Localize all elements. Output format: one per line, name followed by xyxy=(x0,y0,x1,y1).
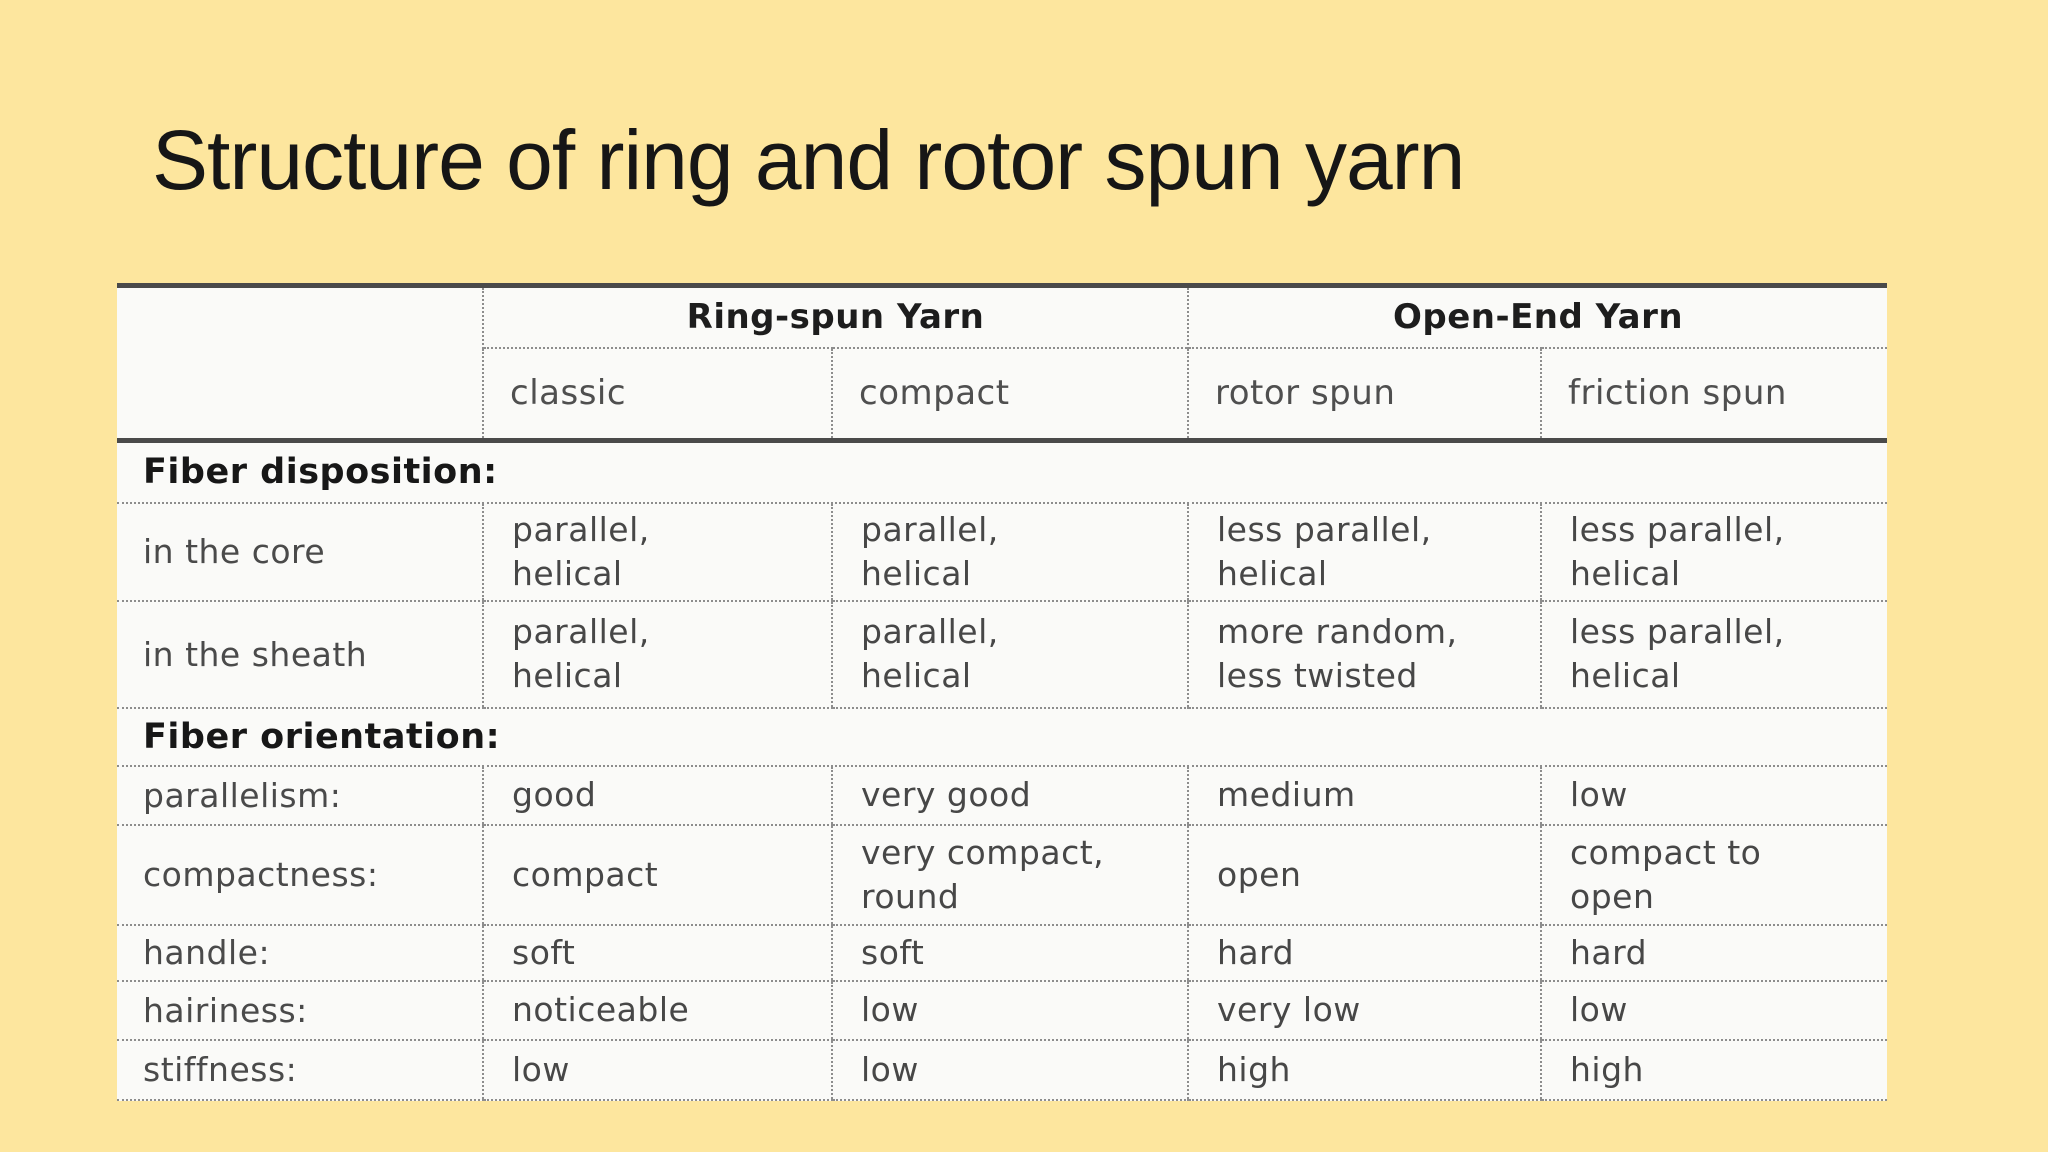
cell-rotor-spun: very low xyxy=(1187,980,1542,1041)
cell-compact: very compact, round xyxy=(830,824,1189,926)
row-label: compactness: xyxy=(117,824,483,926)
cell-classic: soft xyxy=(482,924,832,982)
column-header-compact: compact xyxy=(830,346,1189,443)
row-label: hairiness: xyxy=(117,980,483,1041)
row-label: parallelism: xyxy=(117,765,483,826)
cell-friction-spun: hard xyxy=(1540,924,1888,982)
table-row-hairiness: hairiness: noticeable low very low low xyxy=(117,980,1888,1041)
cell-classic: compact xyxy=(482,824,832,926)
cell-compact: low xyxy=(830,980,1189,1041)
cell-classic: noticeable xyxy=(482,980,832,1041)
cell-classic: low xyxy=(482,1039,832,1101)
cell-compact: low xyxy=(830,1039,1189,1101)
cell-rotor-spun: open xyxy=(1187,824,1542,926)
page-title: Structure of ring and rotor spun yarn xyxy=(152,113,1465,207)
cell-rotor-spun: more random, less twisted xyxy=(1187,600,1542,709)
column-group-ring-spun-yarn: Ring-spun Yarn xyxy=(481,285,1189,348)
cell-friction-spun: less parallel, helical xyxy=(1540,502,1888,602)
row-label: handle: xyxy=(117,924,483,982)
cell-rotor-spun: high xyxy=(1187,1039,1542,1101)
table-subheader-row: classic compact rotor spun friction spun xyxy=(117,346,1888,443)
yarn-comparison-table: Ring-spun Yarn Open-End Yarn classic com… xyxy=(117,283,1888,1101)
section-title: Fiber disposition: xyxy=(117,440,1888,504)
cell-classic: parallel, helical xyxy=(482,502,832,602)
comparison-table: Ring-spun Yarn Open-End Yarn classic com… xyxy=(117,283,1888,1101)
cell-compact: soft xyxy=(830,924,1189,982)
cell-classic: good xyxy=(482,765,832,826)
table-row-stiffness: stiffness: low low high high xyxy=(117,1039,1888,1101)
section-title: Fiber orientation: xyxy=(117,707,1888,767)
cell-rotor-spun: medium xyxy=(1187,765,1542,826)
table-row-parallelism: parallelism: good very good medium low xyxy=(117,765,1888,826)
cell-friction-spun: low xyxy=(1540,980,1888,1041)
table-corner-cell xyxy=(117,285,483,443)
row-label: in the sheath xyxy=(117,600,483,709)
section-header-fiber-disposition: Fiber disposition: xyxy=(117,440,1888,504)
cell-friction-spun: less parallel, helical xyxy=(1540,600,1888,709)
column-header-rotor-spun: rotor spun xyxy=(1187,346,1542,443)
column-header-classic: classic xyxy=(482,346,832,443)
table-row-handle: handle: soft soft hard hard xyxy=(117,924,1888,982)
cell-compact: very good xyxy=(830,765,1189,826)
cell-rotor-spun: hard xyxy=(1187,924,1542,982)
cell-rotor-spun: less parallel, helical xyxy=(1187,502,1542,602)
cell-compact: parallel, helical xyxy=(830,502,1189,602)
cell-friction-spun: compact to open xyxy=(1540,824,1888,926)
section-header-fiber-orientation: Fiber orientation: xyxy=(117,707,1888,767)
table-row-in-the-sheath: in the sheath parallel, helical parallel… xyxy=(117,600,1888,709)
column-group-open-end-yarn: Open-End Yarn xyxy=(1187,285,1888,348)
row-label: stiffness: xyxy=(117,1039,483,1101)
table-row-compactness: compactness: compact very compact, round… xyxy=(117,824,1888,926)
cell-friction-spun: low xyxy=(1540,765,1888,826)
cell-friction-spun: high xyxy=(1540,1039,1888,1101)
table-group-header-row: Ring-spun Yarn Open-End Yarn xyxy=(117,285,1888,443)
cell-classic: parallel, helical xyxy=(482,600,832,709)
cell-compact: parallel, helical xyxy=(830,600,1189,709)
row-label: in the core xyxy=(117,502,483,602)
table-row-in-the-core: in the core parallel, helical parallel, … xyxy=(117,502,1888,602)
column-header-friction-spun: friction spun xyxy=(1540,346,1888,443)
